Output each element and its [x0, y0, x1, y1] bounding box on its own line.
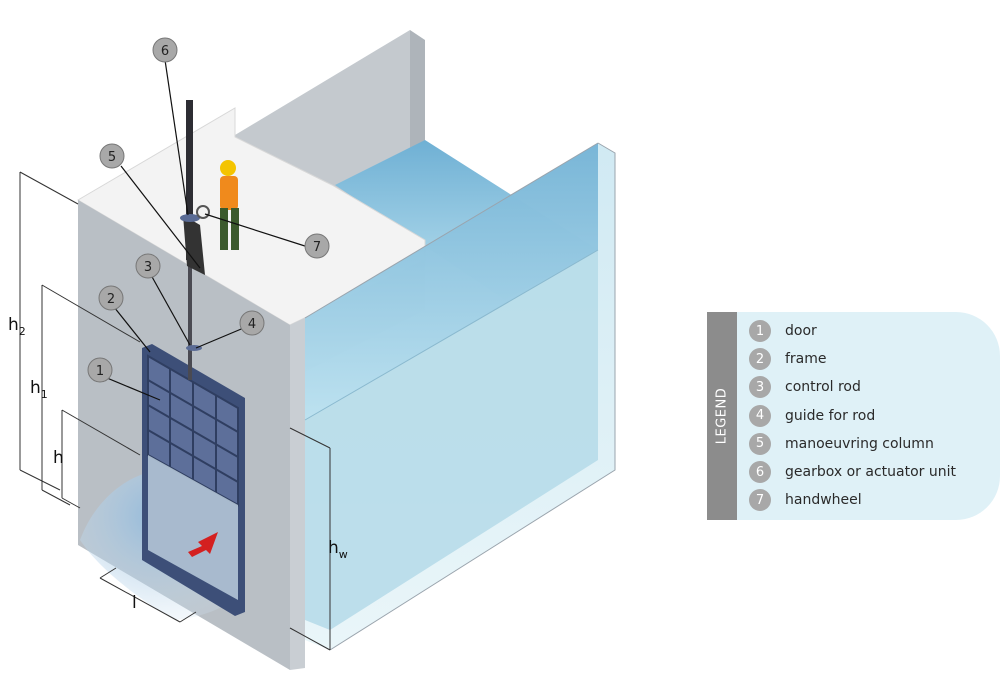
svg-text:6: 6	[161, 44, 169, 59]
legend-item: 3 control rod	[749, 373, 956, 401]
legend-item: 2 frame	[749, 345, 956, 373]
legend-item: 1 door	[749, 317, 956, 345]
legend: LEGEND 1 door 2 frame 3 control rod 4 guide …	[707, 312, 1000, 520]
dim-hw: hw	[328, 538, 348, 561]
svg-text:1: 1	[96, 364, 104, 379]
callout-5: 5	[99, 143, 125, 169]
legend-label: manoeuvring column	[785, 435, 934, 452]
legend-label: control rod	[785, 379, 861, 396]
callout-6: 6	[152, 37, 178, 63]
legend-number: 7	[749, 489, 771, 512]
dim-h: h	[53, 448, 64, 468]
legend-title-bar: LEGEND	[707, 312, 737, 520]
flow-arrow	[188, 532, 218, 557]
legend-list: 1 door 2 frame 3 control rod 4 guide for rod…	[749, 317, 956, 514]
legend-item: 7 handwheel	[749, 486, 956, 514]
legend-panel	[737, 312, 1000, 520]
legend-label: handwheel	[785, 492, 862, 509]
legend-item: 6 gearbox or actuator unit	[749, 458, 956, 486]
dim-h1: h1	[30, 378, 48, 401]
glass-reservoir	[304, 142, 616, 651]
control-rod	[180, 100, 205, 380]
legend-number: 6	[749, 461, 771, 484]
legend-label: guide for rod	[785, 407, 876, 424]
callout-2: 2	[98, 285, 124, 311]
svg-text:3: 3	[144, 260, 152, 275]
dim-l: l	[132, 593, 137, 613]
legend-number: 1	[749, 320, 771, 343]
callout-7: 7	[304, 233, 330, 259]
legend-title: LEGEND	[714, 387, 730, 445]
dim-h2: h2	[8, 315, 26, 338]
callout-1: 1	[87, 357, 113, 383]
svg-text:4: 4	[248, 317, 256, 332]
legend-number: 5	[749, 432, 771, 455]
dimension-lines	[19, 171, 331, 651]
svg-text:2: 2	[107, 292, 115, 307]
callout-4: 4	[239, 310, 265, 336]
leader-lines	[106, 59, 309, 401]
callout-3: 3	[135, 253, 161, 279]
gate-assembly	[142, 344, 245, 616]
worker-figure	[196, 160, 239, 250]
svg-text:5: 5	[108, 150, 116, 165]
svg-text:7: 7	[313, 240, 321, 255]
legend-item: 4 guide for rod	[749, 402, 956, 430]
legend-number: 3	[749, 376, 771, 399]
legend-number: 2	[749, 348, 771, 371]
legend-label: gearbox or actuator unit	[785, 464, 956, 481]
legend-label: door	[785, 323, 817, 340]
legend-item: 5 manoeuvring column	[749, 430, 956, 458]
legend-number: 4	[749, 404, 771, 427]
legend-label: frame	[785, 351, 827, 368]
